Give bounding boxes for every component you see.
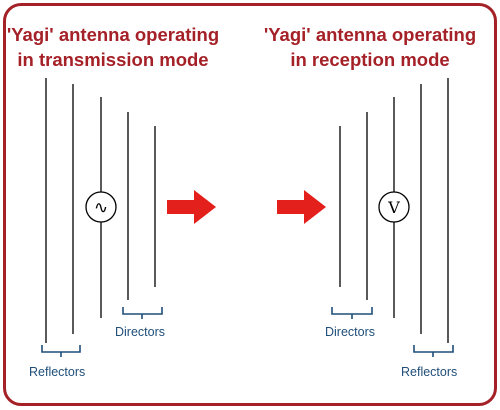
- reception-title: 'Yagi' antenna operating in reception mo…: [250, 22, 490, 72]
- reception-reflectors-label: Reflectors: [401, 365, 458, 379]
- transmission-directors-bracket: [122, 307, 163, 319]
- transmission-reflectors-label: Reflectors: [29, 365, 86, 379]
- transmission-antenna: [45, 78, 156, 343]
- reception-title-line2: in reception mode: [290, 49, 450, 70]
- ac-source-symbol: ∿: [94, 198, 108, 218]
- reception-antenna: [339, 78, 449, 343]
- right-arrow-icon: [277, 190, 326, 224]
- reception-reflectors-bracket: [413, 345, 454, 357]
- voltmeter-icon: V: [378, 191, 410, 223]
- reception-title-line1: 'Yagi' antenna operating: [263, 24, 477, 45]
- reception-directors-bracket: [331, 307, 373, 319]
- reception-directors-label: Directors: [325, 325, 376, 339]
- left-arrow-icon: [167, 190, 216, 224]
- transmission-title-line1: 'Yagi' antenna operating: [6, 24, 220, 45]
- voltmeter-symbol: V: [387, 198, 400, 217]
- transmission-title: 'Yagi' antenna operating in transmission…: [0, 22, 233, 72]
- transmission-directors-label: Directors: [115, 325, 166, 339]
- diagram-frame: [3, 3, 497, 406]
- ac-source-icon: ∿: [85, 191, 117, 223]
- transmission-title-line2: in transmission mode: [17, 49, 209, 70]
- transmission-reflectors-bracket: [41, 345, 81, 357]
